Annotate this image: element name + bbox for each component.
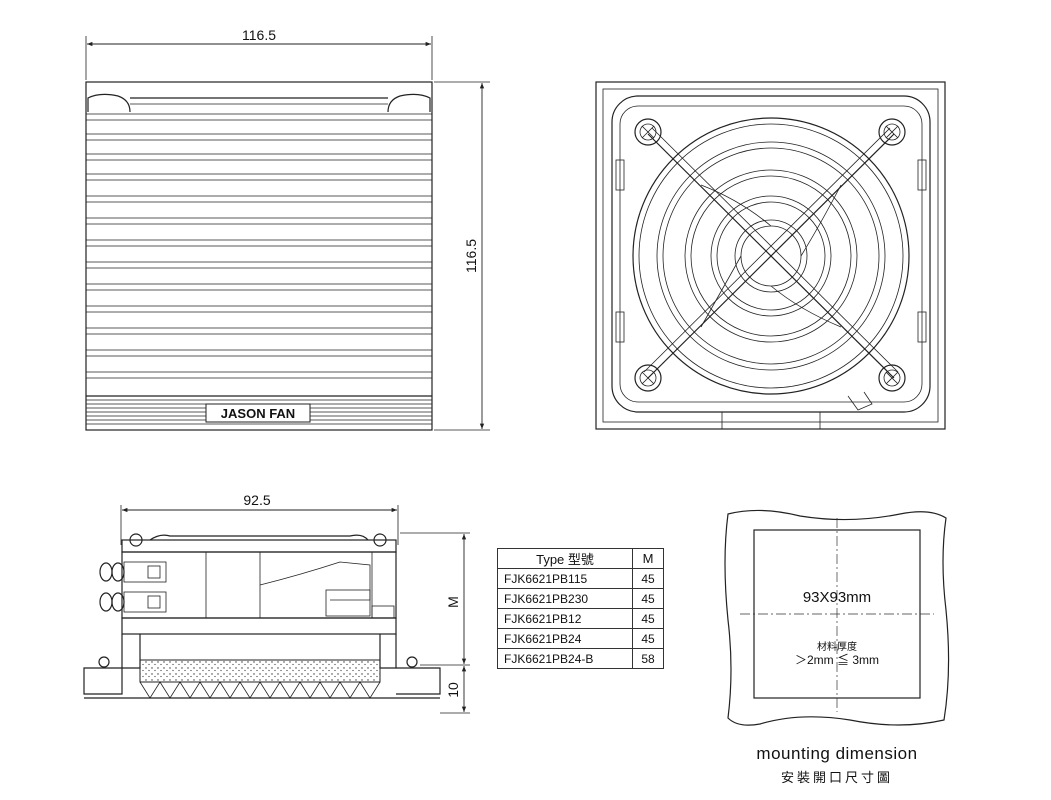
type-cell: FJK6621PB24 — [497, 628, 633, 649]
type-cell: FJK6621PB230 — [497, 588, 633, 609]
front-width-label: 116.5 — [242, 27, 276, 43]
cutout-size-label: 93X93mm — [803, 589, 871, 606]
front-view: 116.5 116.5 — [85, 27, 490, 431]
m-cell: 45 — [632, 588, 664, 609]
side-width-label: 92.5 — [243, 492, 270, 508]
table-row: FJK6621PB24-B 58 — [497, 648, 664, 669]
mounting-caption-zh: 安裝開口尺寸圖 — [780, 770, 893, 785]
m-cell: 45 — [632, 608, 664, 629]
screw-icon — [878, 118, 906, 146]
rear-frame — [595, 81, 946, 430]
type-cell: FJK6621PB24-B — [497, 648, 633, 669]
table-header-row: Type 型號 M — [497, 548, 664, 569]
table-row: FJK6621PB115 45 — [497, 568, 664, 589]
base-height-label: 10 — [445, 682, 461, 698]
m-column-header: M — [632, 548, 664, 569]
type-cell: FJK6621PB115 — [497, 568, 633, 589]
fan-guard — [632, 117, 910, 395]
table-row: FJK6621PB24 45 — [497, 628, 664, 649]
cover-fins — [139, 681, 381, 699]
rear-view — [595, 81, 946, 430]
screw-icon — [634, 118, 662, 146]
terminal-block — [99, 561, 167, 613]
side-height-label: M — [445, 596, 461, 608]
type-column-header: Type 型號 — [497, 548, 633, 569]
type-cell: FJK6621PB12 — [497, 608, 633, 629]
cover-frame — [85, 81, 433, 431]
louvre-slats — [86, 113, 432, 397]
screw-icon — [634, 364, 662, 392]
screw-icon — [878, 364, 906, 392]
side-view: 92.5 M 10 — [83, 492, 470, 714]
m-cell: 58 — [632, 648, 664, 669]
material-label: 材料厚度 — [817, 640, 857, 653]
mounting-cutout-drawing: 93X93mm 材料厚度 ＞2mm ≦ 3mm — [724, 509, 950, 726]
front-height-label: 116.5 — [463, 239, 479, 273]
brand-label: JASON FAN — [221, 406, 295, 421]
thickness-range-label: ＞2mm ≦ 3mm — [795, 652, 879, 667]
m-cell: 45 — [632, 568, 664, 589]
m-cell: 45 — [632, 628, 664, 649]
table-row: FJK6621PB12 45 — [497, 608, 664, 629]
table-row: FJK6621PB230 45 — [497, 588, 664, 609]
spec-table: Type 型號 M FJK6621PB115 45 FJK6621PB230 4… — [497, 548, 664, 669]
panel-outline — [724, 509, 950, 726]
filter-mat — [139, 659, 381, 683]
brand-plate — [205, 403, 311, 423]
mounting-caption-en: mounting dimension — [756, 744, 918, 763]
